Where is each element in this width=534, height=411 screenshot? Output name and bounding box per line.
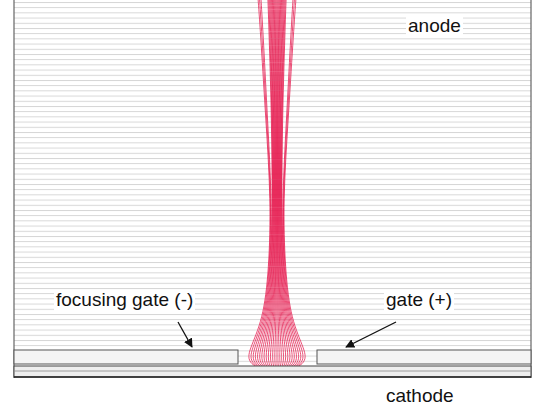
electron-trajectory bbox=[266, 0, 276, 376]
electron-trajectory bbox=[262, 0, 276, 376]
electron-trajectory bbox=[275, 0, 277, 376]
electron-trajectory bbox=[279, 0, 301, 376]
electron-trajectory bbox=[279, 0, 305, 376]
cathode-layer bbox=[14, 371, 531, 372]
electron-trajectory bbox=[278, 0, 296, 376]
frame-edge bbox=[13, 0, 14, 378]
electron-trajectory bbox=[260, 0, 276, 376]
electron-beam bbox=[249, 0, 305, 376]
cathode-surface bbox=[14, 376, 531, 378]
part-label: cathode bbox=[384, 386, 456, 407]
part-label: focusing gate (-) bbox=[54, 290, 195, 311]
electron-trajectory bbox=[279, 0, 299, 376]
electron-trajectory bbox=[273, 0, 277, 376]
electron-trajectory bbox=[279, 0, 303, 376]
electron-trajectory bbox=[258, 0, 276, 376]
leader-arrow bbox=[178, 322, 192, 347]
gate-plate bbox=[317, 350, 531, 364]
focusing-gate-plate bbox=[14, 350, 238, 364]
electron-trajectory bbox=[268, 0, 276, 376]
electron-trajectory bbox=[264, 0, 276, 376]
part-label: anode bbox=[406, 16, 463, 37]
frame-edge bbox=[530, 0, 531, 378]
electron-trajectory bbox=[251, 0, 275, 376]
part-label: gate (+) bbox=[384, 290, 454, 311]
electron-trajectory bbox=[255, 0, 275, 376]
electron-trajectory bbox=[271, 0, 277, 376]
leader-arrow bbox=[346, 322, 396, 347]
cathode-layer bbox=[14, 366, 531, 377]
